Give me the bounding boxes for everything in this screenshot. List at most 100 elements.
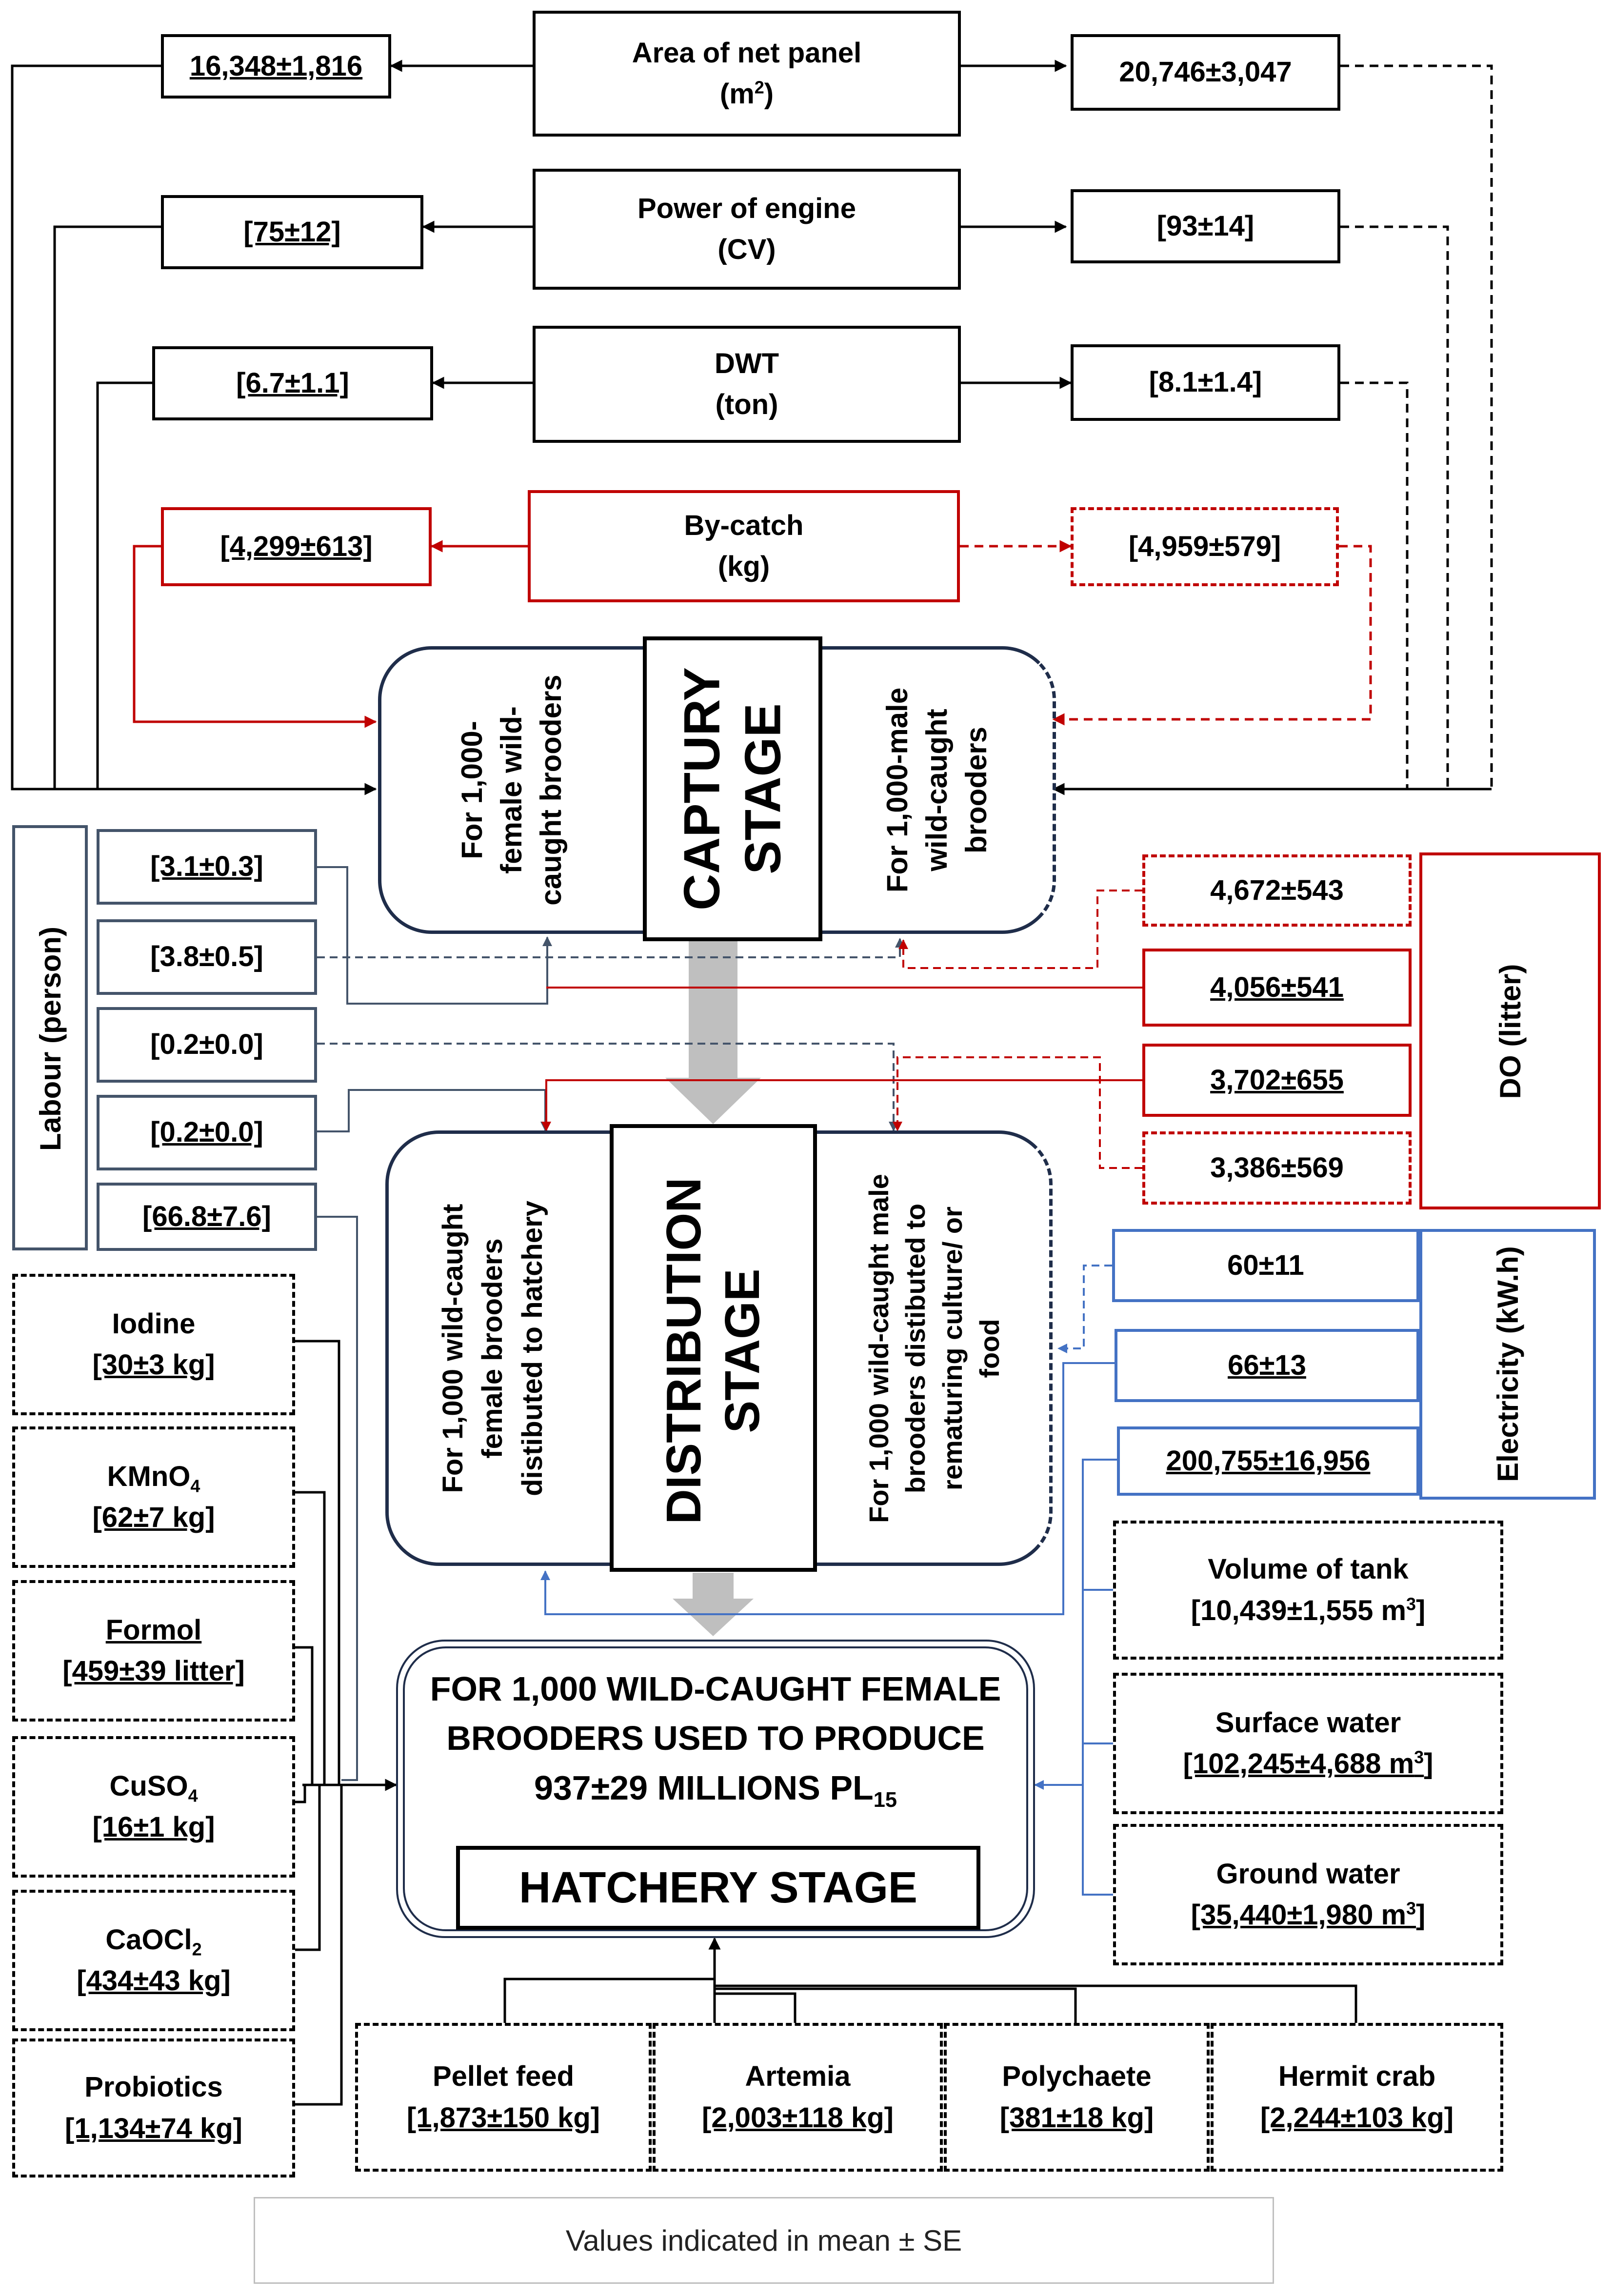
dwt-male-value: [8.1±1.4] bbox=[1149, 366, 1262, 398]
dwt-female-value: [6.7±1.1] bbox=[236, 367, 349, 399]
distribution-male-line1: For 1,000 wild-caught male bbox=[863, 1174, 894, 1523]
hatchery-stage-label-box: HATCHERY STAGE bbox=[456, 1846, 980, 1930]
chemical-formol-name: Formol bbox=[105, 1614, 202, 1646]
hatchery-line3-text: 937±29 MILLIONS PL bbox=[534, 1768, 874, 1807]
chemical-caocl2-name: CaOCl2 bbox=[105, 1920, 201, 1960]
chemical-probiotics-value: [1,134±74 kg] bbox=[65, 2112, 242, 2144]
labour-value-5-box: [66.8±7.6] bbox=[97, 1183, 317, 1251]
capture-male-line1: For 1,000-male bbox=[880, 687, 914, 893]
net-area-box: Area of net panel (m2) bbox=[533, 11, 961, 137]
capture-stage-male-text: For 1,000-male wild-caught brooders bbox=[881, 644, 993, 936]
hatchery-text: FOR 1,000 WILD-CAUGHT FEMALE BROODERS US… bbox=[405, 1665, 1026, 1812]
electricity-value-3: 200,755±16,956 bbox=[1166, 1445, 1371, 1477]
chemical-iodine-box: Iodine [30±3 kg] bbox=[12, 1274, 295, 1415]
feed-polychaete-value: [381±18 kg] bbox=[999, 2101, 1154, 2134]
chemical-kmno4-name-sub: 4 bbox=[190, 1476, 200, 1496]
engine-power-unit: (CV) bbox=[717, 234, 776, 265]
water-tank-value-sup: 3 bbox=[1406, 1594, 1416, 1614]
labour-value-4-box: [0.2±0.0] bbox=[97, 1095, 317, 1170]
chemical-formol-value: [459±39 litter] bbox=[62, 1655, 245, 1687]
flow-arrow-capture-to-distribution bbox=[665, 934, 761, 1124]
water-ground-box: Ground water [35,440±1,980 m3] bbox=[1113, 1824, 1503, 1965]
dwt-unit: (ton) bbox=[715, 389, 778, 420]
net-area-male-box: 20,746±3,047 bbox=[1071, 34, 1340, 111]
electricity-value-2: 66±13 bbox=[1228, 1349, 1306, 1381]
feed-artemia-box: Artemia [2,003±118 kg] bbox=[653, 2023, 943, 2172]
net-area-male-value: 20,746±3,047 bbox=[1119, 56, 1292, 88]
feed-wires bbox=[503, 1937, 1357, 2023]
capture-male-line3: brooders bbox=[959, 726, 993, 854]
do-label-box bbox=[1419, 852, 1601, 1209]
labour-value-1: [3.1±0.3] bbox=[150, 851, 263, 883]
distribution-male-line2: brooders distibuted to bbox=[900, 1203, 931, 1494]
do-value-3-box: 3,702±655 bbox=[1142, 1044, 1412, 1117]
feed-artemia-name: Artemia bbox=[745, 2060, 851, 2093]
chemical-caocl2-name-text: CaOCl bbox=[105, 1923, 192, 1956]
hatchery-stage-outer bbox=[396, 1640, 1035, 1938]
distribution-stage-center bbox=[610, 1124, 817, 1572]
water-ground-value: [35,440±1,980 m3] bbox=[1191, 1895, 1426, 1936]
do-value-2-box: 4,056±541 bbox=[1142, 949, 1412, 1027]
capture-male-wires bbox=[961, 59, 1072, 389]
footnote-text: Values indicated in mean ± SE bbox=[565, 2224, 962, 2257]
distribution-female-line2: female brooders bbox=[477, 1238, 509, 1459]
chemical-caocl2-name-sub: 2 bbox=[192, 1939, 202, 1960]
labour-value-2-box: [3.8±0.5] bbox=[97, 919, 317, 995]
do-value-4: 3,386±569 bbox=[1210, 1151, 1344, 1184]
engine-female-value: [75±12] bbox=[243, 216, 341, 248]
chemical-cuso4-name-sub: 4 bbox=[188, 1785, 198, 1806]
net-area-unit: (m2) bbox=[720, 74, 774, 115]
water-surface-name: Surface water bbox=[1215, 1706, 1401, 1739]
water-surface-value-text: [102,245±4,688 m bbox=[1183, 1748, 1414, 1780]
dwt-title: DWT bbox=[714, 347, 779, 379]
water-ground-value-sup: 3 bbox=[1406, 1898, 1416, 1919]
bycatch-title: By-catch bbox=[684, 509, 804, 541]
electricity-value-1-box: 60±11 bbox=[1112, 1229, 1419, 1302]
labour-label-box bbox=[12, 825, 88, 1250]
capture-stage-center bbox=[643, 636, 822, 941]
capture-stage-label-line1: CAPTURY bbox=[674, 667, 731, 910]
capture-female-line3: caught brooders bbox=[534, 674, 567, 906]
capture-stage-label: CAPTURY STAGE bbox=[661, 639, 805, 939]
hatchery-stage-inner bbox=[403, 1646, 1028, 1931]
water-tank-box: Volume of tank [10,439±1,555 m3] bbox=[1113, 1521, 1503, 1660]
capture-male-line2: wild-caught bbox=[920, 709, 953, 871]
labour-value-3-box: [0.2±0.0] bbox=[97, 1007, 317, 1083]
bycatch-female-value: [4,299±613] bbox=[220, 530, 373, 562]
chemical-kmno4-box: KMnO4 [62±7 kg] bbox=[12, 1426, 295, 1568]
chemical-cuso4-name-text: CuSO bbox=[109, 1770, 188, 1802]
chemical-caocl2-value: [434±43 kg] bbox=[77, 1965, 231, 1997]
water-tank-value-close: ] bbox=[1416, 1594, 1426, 1626]
distribution-stage-label-line1: DISTRIBUTION bbox=[657, 1177, 711, 1524]
distribution-stage-label-line2: STAGE bbox=[715, 1268, 770, 1433]
feed-artemia-value: [2,003±118 kg] bbox=[702, 2101, 894, 2134]
feed-hermit-crab-value: [2,244±103 kg] bbox=[1260, 2101, 1454, 2134]
water-tank-value: [10,439±1,555 m3] bbox=[1191, 1590, 1426, 1631]
hatchery-line3-sub: 15 bbox=[873, 1788, 897, 1812]
water-ground-value-close: ] bbox=[1416, 1899, 1426, 1931]
feed-pellet-name: Pellet feed bbox=[432, 2060, 575, 2093]
net-area-unit-close: ) bbox=[764, 78, 774, 110]
electricity-wires bbox=[540, 1265, 1117, 1896]
chemical-cuso4-box: CuSO4 [16±1 kg] bbox=[12, 1736, 295, 1878]
distribution-female-line1: For 1,000 wild-caught bbox=[437, 1204, 469, 1493]
engine-male-value: [93±14] bbox=[1156, 210, 1255, 242]
water-tank-name: Volume of tank bbox=[1208, 1553, 1409, 1585]
do-label: DO (litter) bbox=[1494, 964, 1527, 1099]
chemical-caocl2-box: CaOCl2 [434±43 kg] bbox=[12, 1890, 295, 2031]
electricity-label: Electricity (kW.h) bbox=[1491, 1246, 1524, 1482]
net-area-female-value: 16,348±1,816 bbox=[189, 50, 363, 82]
dwt-male-box: [8.1±1.4] bbox=[1071, 344, 1340, 421]
labour-value-1-box: [3.1±0.3] bbox=[97, 829, 317, 905]
do-value-1: 4,672±543 bbox=[1210, 874, 1344, 906]
water-tank-value-text: [10,439±1,555 m bbox=[1191, 1594, 1407, 1626]
chemical-kmno4-value: [62±7 kg] bbox=[92, 1502, 215, 1533]
chemical-iodine-value: [30±3 kg] bbox=[92, 1349, 215, 1381]
distribution-female-line3: distibuted to hatchery bbox=[516, 1201, 548, 1496]
bycatch-male-value: [4,959±579] bbox=[1128, 530, 1281, 562]
engine-female-box: [75±12] bbox=[161, 195, 423, 269]
water-surface-value: [102,245±4,688 m3] bbox=[1183, 1743, 1434, 1784]
water-ground-value-text: [35,440±1,980 m bbox=[1191, 1899, 1407, 1931]
